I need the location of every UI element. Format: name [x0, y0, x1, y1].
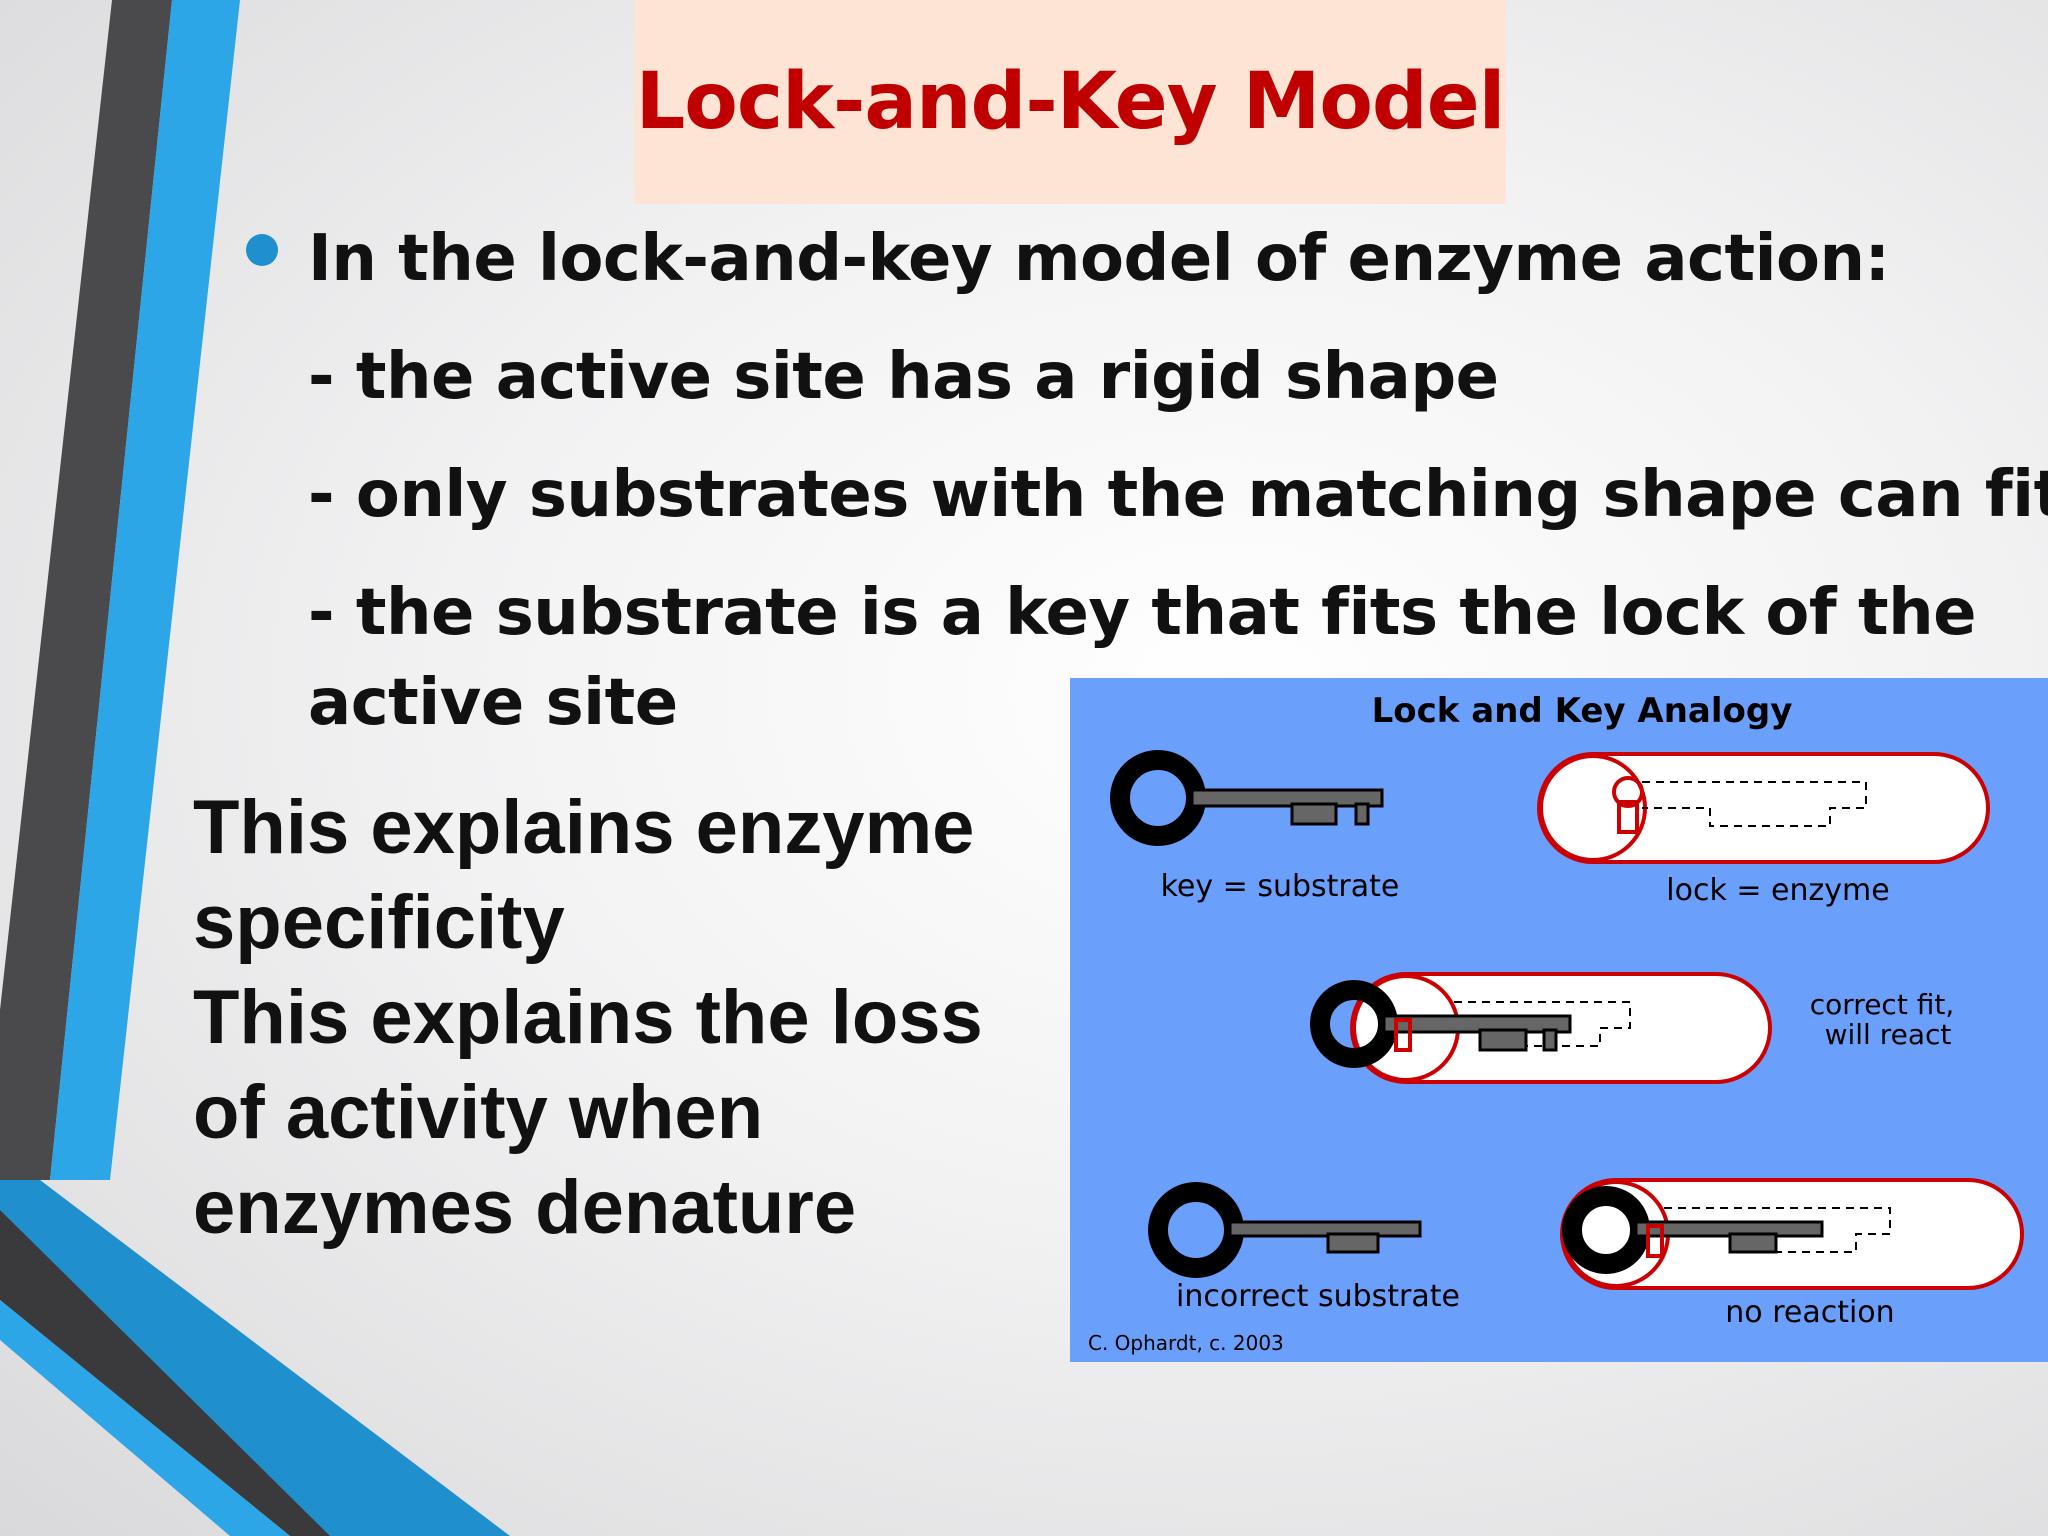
key-icon [1110, 750, 1384, 846]
incorrect-key-icon [1148, 1182, 1422, 1278]
stripe-light-bottom [0, 1300, 290, 1536]
figure-credit: C. Ophardt, c. 2003 [1088, 1331, 1284, 1355]
bullet-text: In the lock-and-key model of enzyme acti… [308, 222, 1890, 296]
bullet-dot [246, 234, 278, 266]
slide-title: Lock-and-Key Model [635, 57, 1506, 147]
explanation-block: This explains enzyme specificity This ex… [193, 780, 1073, 1255]
lock-label: lock = enzyme [1666, 873, 1889, 908]
title-banner: Lock-and-Key Model [634, 0, 1506, 204]
incorrect-substrate-label: incorrect substrate [1176, 1279, 1460, 1314]
key-label: key = substrate [1161, 869, 1400, 904]
no-reaction-label: no reaction [1725, 1295, 1894, 1330]
stripe-blue-bottom [0, 1180, 510, 1536]
correct-fit-icon [1310, 972, 1772, 1084]
point-rigid-shape: - the active site has a rigid shape [308, 340, 1499, 414]
lock-icon [1537, 752, 1990, 864]
stripe-dark-top [0, 0, 172, 1180]
will-react-label: will react [1825, 1018, 1952, 1051]
analogy-diagram: Lock and Key Analogy key = substrate loc… [1088, 691, 2024, 1355]
point-key-fits-lock: - the substrate is a key that fits the l… [308, 576, 1977, 650]
explain-line-5: enzymes denature [193, 1165, 857, 1250]
correct-fit-label: correct fit, [1810, 988, 1954, 1021]
stripe-blue-top [50, 0, 240, 1180]
lock-and-key-figure: Lock and Key Analogy key = substrate loc… [1070, 678, 2048, 1362]
explain-line-2: specificity [193, 880, 565, 965]
explain-line-4: of activity when [193, 1070, 764, 1155]
point-matching-shape: - only substrates with the matching shap… [308, 458, 2048, 532]
figure-title: Lock and Key Analogy [1372, 691, 1793, 731]
stripe-dark-bottom [0, 1210, 330, 1536]
explain-line-3: This explains the loss [193, 975, 983, 1060]
no-reaction-icon [1560, 1178, 2024, 1290]
explain-line-1: This explains enzyme [193, 785, 975, 870]
point-active-site: active site [308, 666, 678, 740]
